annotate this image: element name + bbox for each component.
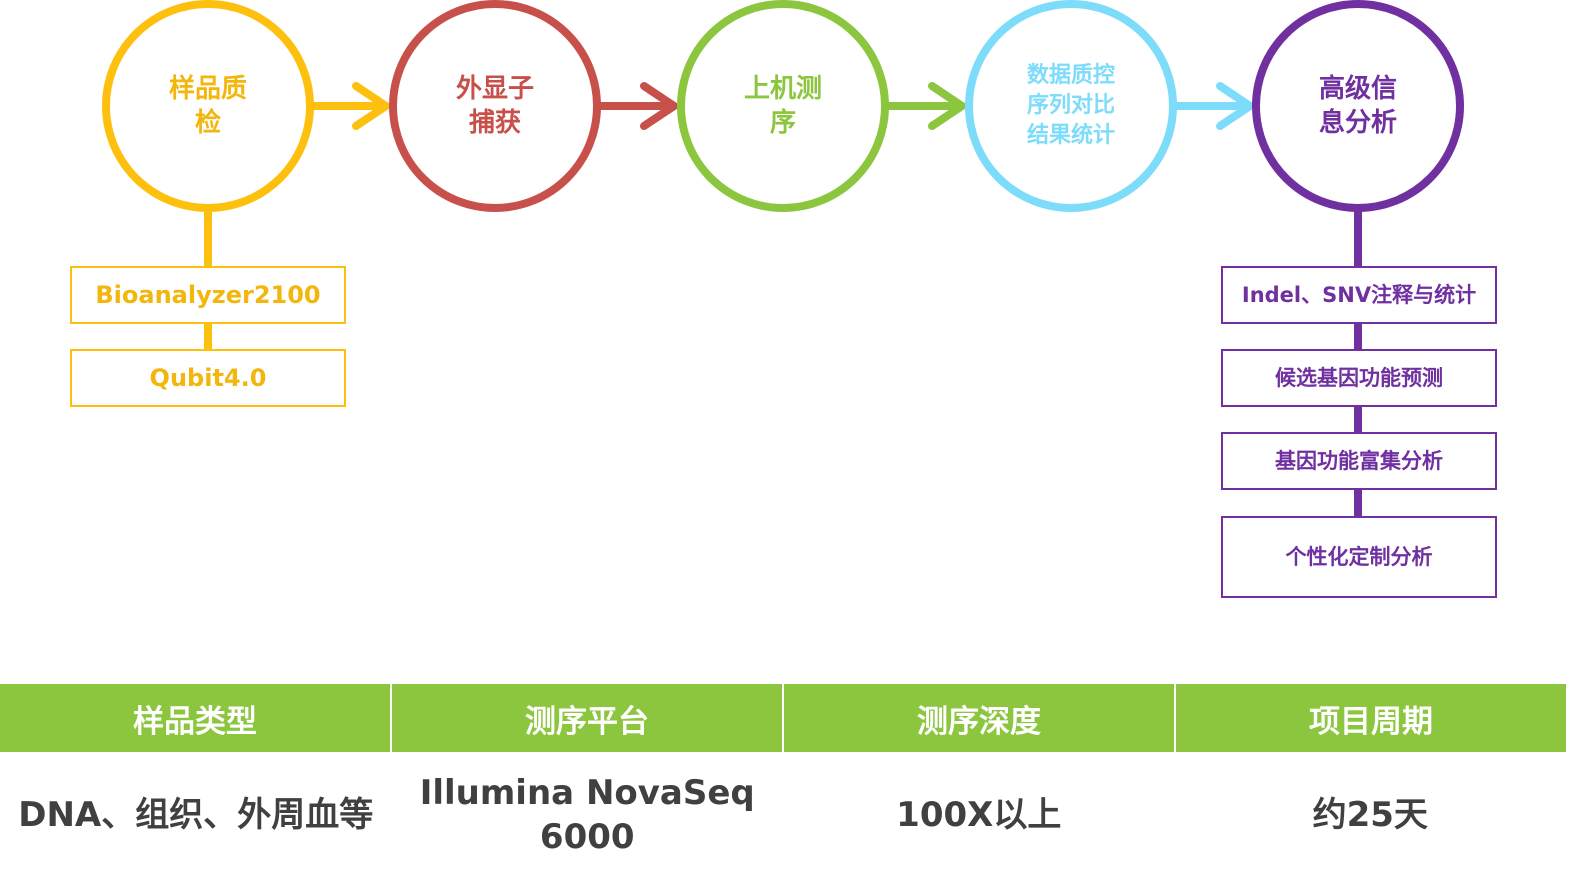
step-label-exome-capture: 外显子 捕获 xyxy=(455,74,534,138)
header-sample-type: 样品类型 xyxy=(0,684,392,752)
cell-sample-type: DNA、组织、外周血等 xyxy=(18,795,374,835)
step-circle-data-qc xyxy=(965,0,1177,212)
arrow-2-to-3 xyxy=(594,82,678,130)
step-circle-advanced-analysis xyxy=(1252,0,1464,212)
step-circle-exome-capture xyxy=(389,0,601,212)
header-depth: 测序深度 xyxy=(784,684,1176,752)
step-circle-sequencing xyxy=(677,0,889,212)
step-label-advanced-analysis: 高级信 息分析 xyxy=(1318,74,1397,138)
cell-depth: 100X以上 xyxy=(896,795,1062,835)
step-label-sample-qc: 样品质 检 xyxy=(168,74,247,138)
qc-tool-box: Bioanalyzer2100 xyxy=(70,266,346,324)
table-header-row: 样品类型 测序平台 测序深度 项目周期 xyxy=(0,684,1566,752)
project-summary-table: 样品类型 测序平台 测序深度 项目周期 DNA、组织、外周血等 Illumina… xyxy=(0,684,1566,878)
header-platform: 测序平台 xyxy=(392,684,784,752)
header-cycle: 项目周期 xyxy=(1176,684,1566,752)
step-label-data-qc: 数据质控 序列对比 结果统计 xyxy=(1026,63,1115,148)
analysis-item-box: 个性化定制分析 xyxy=(1221,516,1497,598)
analysis-item-box: 基因功能富集分析 xyxy=(1221,432,1497,490)
cell-cycle: 约25天 xyxy=(1312,795,1428,835)
arrow-4-to-5 xyxy=(1170,82,1254,130)
cell-platform: Illumina NovaSeq 6000 xyxy=(419,773,755,857)
arrow-1-to-2 xyxy=(306,82,390,130)
analysis-item-box: Indel、SNV注释与统计 xyxy=(1221,266,1497,324)
arrow-3-to-4 xyxy=(882,82,966,130)
analysis-item-box: 候选基因功能预测 xyxy=(1221,349,1497,407)
step-label-sequencing: 上机测 序 xyxy=(743,74,822,138)
qc-tool-box: Qubit4.0 xyxy=(70,349,346,407)
table-row: DNA、组织、外周血等 Illumina NovaSeq 6000 100X以上… xyxy=(0,752,1566,878)
step-circle-sample-qc xyxy=(102,0,314,212)
